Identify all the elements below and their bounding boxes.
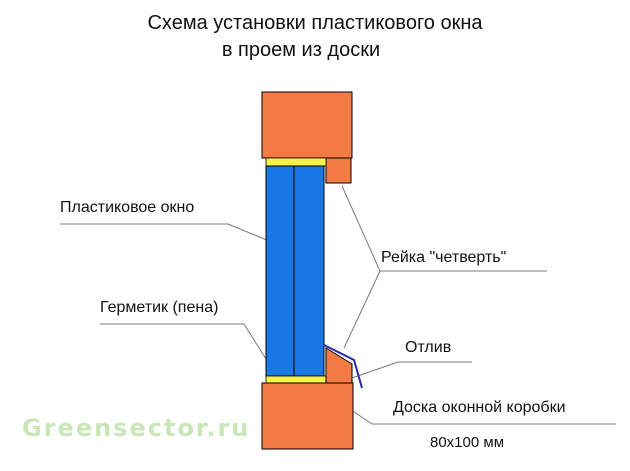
window-sash-left [265, 165, 295, 377]
label-board-size: 80х100 мм [430, 434, 505, 451]
label-drip-sill: Отлив [405, 339, 452, 356]
quarter-strip-top [325, 157, 352, 184]
leader-quarter-lower [343, 270, 381, 349]
bottom-frame-board [261, 382, 354, 450]
leader-plastic-window [60, 223, 299, 254]
label-quarter-strip: Рейка "четверть" [381, 249, 507, 266]
label-plastic-window: Пластиковое окно [60, 199, 195, 216]
label-frame-board: Доска оконной коробки [393, 399, 566, 416]
drip-sill [323, 344, 363, 389]
foam-bottom [265, 375, 327, 384]
watermark-logo: Greensector.ru [22, 414, 251, 442]
window-sash-right [293, 165, 325, 377]
top-frame-board [261, 91, 353, 159]
diagram-title-line-2: в проем из доски [221, 39, 381, 61]
diagram-title-line-1: Схема установки пластикового окна [147, 12, 483, 34]
leader-sealant [100, 323, 279, 379]
foam-top [265, 157, 327, 167]
label-sealant: Герметик (пена) [100, 299, 219, 316]
leader-drip [351, 361, 472, 379]
